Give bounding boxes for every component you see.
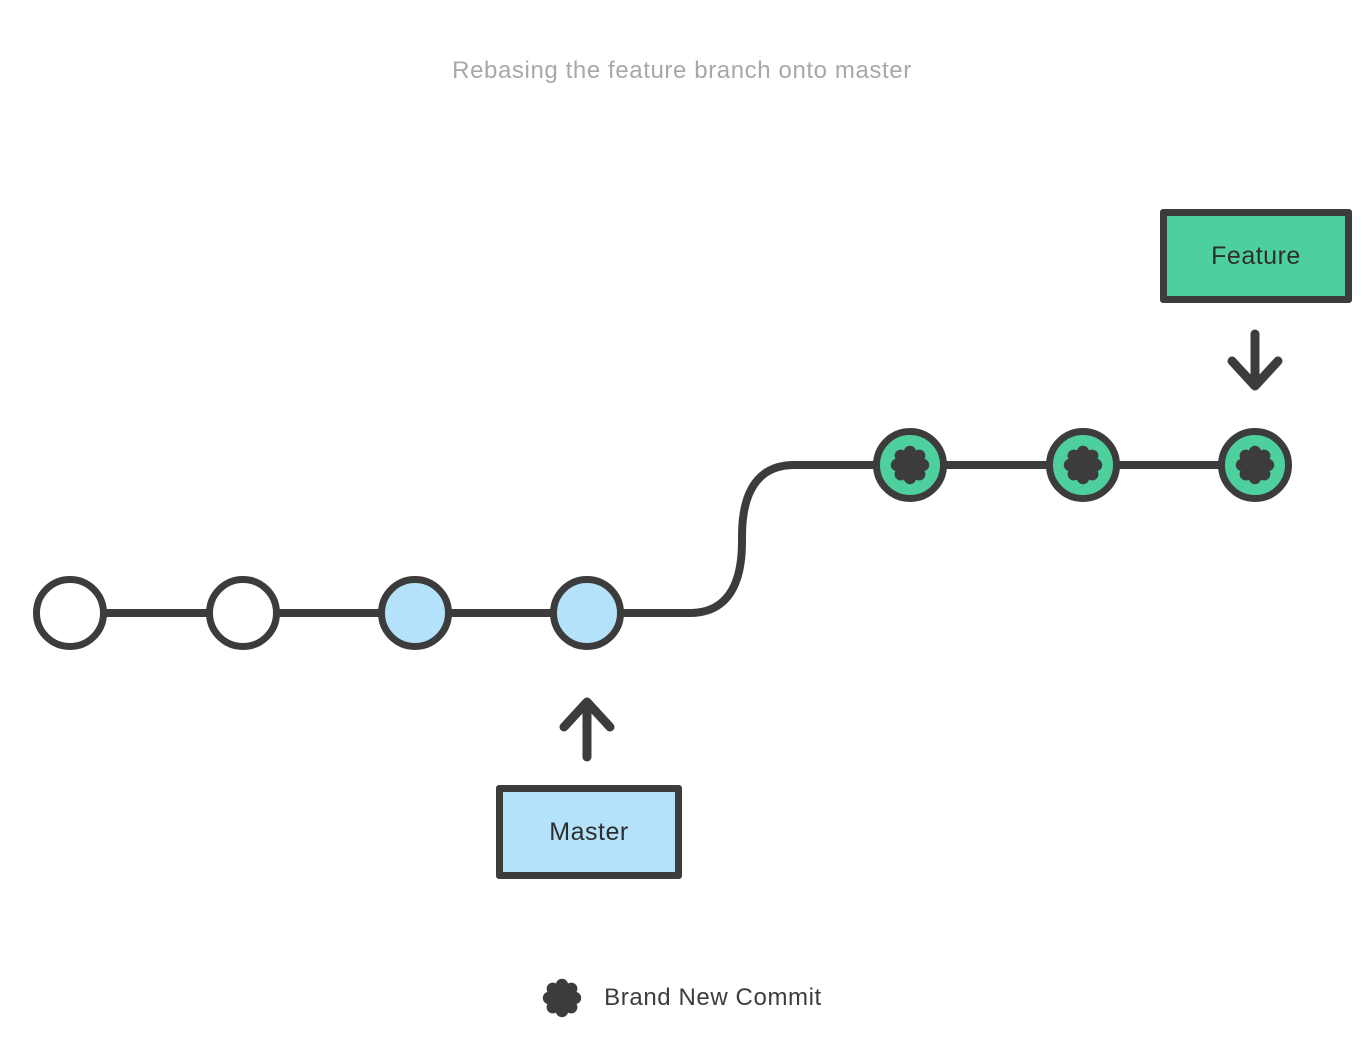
asterisk-new-commit-icon bbox=[542, 978, 582, 1018]
page-title: Rebasing the feature branch onto master bbox=[452, 57, 912, 84]
commit-node-master-1[interactable] bbox=[33, 576, 107, 650]
branch-label-master[interactable]: Master bbox=[496, 785, 682, 879]
legend-label: Brand New Commit bbox=[604, 984, 822, 1011]
branch-label-feature[interactable]: Feature bbox=[1160, 209, 1352, 303]
commit-node-master-3[interactable] bbox=[378, 576, 452, 650]
branch-label-master-text: Master bbox=[549, 817, 629, 846]
branch-label-feature-text: Feature bbox=[1211, 241, 1301, 270]
legend: Brand New Commit bbox=[0, 978, 1364, 1018]
commit-node-master-4[interactable] bbox=[550, 576, 624, 650]
arrow-down-icon bbox=[1227, 329, 1283, 391]
commit-node-master-2[interactable] bbox=[206, 576, 280, 650]
asterisk-new-commit-icon bbox=[1235, 445, 1275, 485]
rebase-curve-connector bbox=[583, 461, 914, 617]
arrow-up-icon bbox=[559, 697, 615, 762]
asterisk-new-commit-icon bbox=[890, 445, 930, 485]
asterisk-new-commit-icon bbox=[1063, 445, 1103, 485]
